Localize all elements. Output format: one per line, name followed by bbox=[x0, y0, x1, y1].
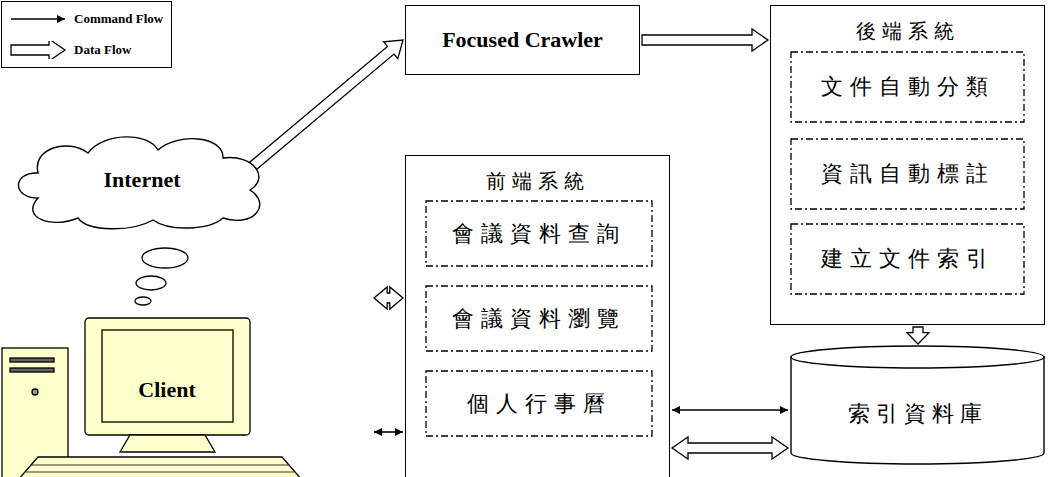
dashed-border bbox=[791, 224, 1024, 294]
module-box: 會議資料查詢 bbox=[425, 200, 653, 267]
monitor-frame bbox=[85, 318, 250, 435]
bubble bbox=[135, 297, 151, 305]
node-label: 索引資料庫 bbox=[848, 399, 988, 429]
cylinder-top bbox=[791, 346, 1044, 368]
legend-box: Command FlowData Flow bbox=[1, 1, 172, 68]
backend-system-box: 後端系統文件自動分類資訊自動標註建立文件索引 bbox=[770, 5, 1045, 325]
dashed-border bbox=[426, 371, 652, 436]
node-label: 會議資料查詢 bbox=[452, 219, 626, 249]
data-flow-arrow bbox=[672, 437, 788, 459]
dashed-border bbox=[426, 201, 652, 266]
thought-bubbles bbox=[135, 248, 188, 305]
computer-illustration bbox=[2, 318, 302, 477]
database-cylinder: 索引資料庫 bbox=[790, 345, 1045, 465]
command-flow-sample bbox=[11, 18, 65, 20]
keyboard bbox=[18, 457, 302, 477]
monitor-screen bbox=[102, 330, 233, 422]
data-flow-arrow bbox=[250, 40, 403, 170]
module-box: 個人行事曆 bbox=[425, 370, 653, 437]
data-flow-arrow bbox=[374, 287, 403, 309]
command-flow-arrow bbox=[672, 409, 788, 411]
data-flow-arrow bbox=[642, 29, 768, 51]
node-label: 個人行事曆 bbox=[467, 389, 612, 419]
data-flow-sample bbox=[11, 41, 65, 59]
module-box: 文件自動分類 bbox=[790, 51, 1025, 123]
dashed-border bbox=[791, 139, 1024, 209]
drive-slot bbox=[10, 358, 54, 362]
legend-label: Data Flow bbox=[74, 42, 131, 58]
keyboard-keys bbox=[26, 465, 294, 472]
cylinder-body bbox=[791, 357, 1044, 464]
dashed-border bbox=[791, 52, 1024, 122]
node-label: 建立文件索引 bbox=[821, 244, 995, 274]
crawler-box: Focused Crawler bbox=[405, 5, 640, 75]
module-box: 建立文件索引 bbox=[790, 223, 1025, 295]
legend-label: Command Flow bbox=[74, 11, 163, 27]
cloud-shape bbox=[19, 137, 260, 229]
legend-row: Command Flow bbox=[8, 8, 163, 30]
legend-sample bbox=[8, 10, 68, 28]
frontend-system-box: 前端系統會議資料查詢會議資料瀏覽個人行事曆 bbox=[405, 155, 670, 477]
node-label: Focused Crawler bbox=[442, 27, 603, 53]
internet-cloud: Internet bbox=[8, 128, 276, 232]
bubble bbox=[142, 248, 188, 268]
node-label: Internet bbox=[104, 167, 181, 193]
module-box: 資訊自動標註 bbox=[790, 138, 1025, 210]
module-box: 會議資料瀏覽 bbox=[425, 285, 653, 352]
drive-slot bbox=[10, 368, 54, 372]
node-label: Client bbox=[138, 377, 195, 403]
legend-sample bbox=[8, 41, 68, 59]
node-label: 文件自動分類 bbox=[821, 72, 995, 102]
monitor-stand bbox=[120, 435, 215, 452]
data-flow-arrow bbox=[907, 327, 929, 344]
system-title: 後端系統 bbox=[856, 18, 960, 45]
client-computer: Client bbox=[0, 285, 372, 477]
node-label: 會議資料瀏覽 bbox=[452, 304, 626, 334]
system-title: 前端系統 bbox=[486, 168, 590, 195]
legend-row: Data Flow bbox=[8, 39, 163, 61]
command-flow-arrow bbox=[374, 431, 403, 433]
dashed-border bbox=[426, 286, 652, 351]
power-button bbox=[32, 389, 38, 395]
node-label: 資訊自動標註 bbox=[821, 159, 995, 189]
bubble bbox=[136, 276, 166, 290]
